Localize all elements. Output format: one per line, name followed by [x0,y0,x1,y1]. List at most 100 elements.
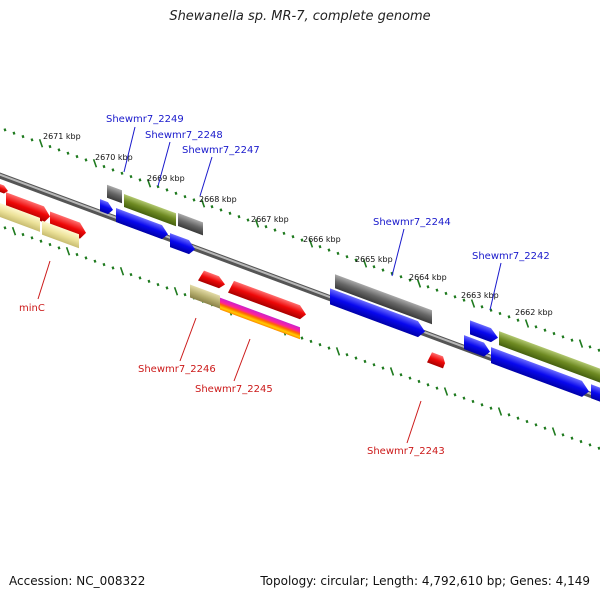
gene-labels: Shewmr7_2249 Shewmr7_2248 Shewmr7_2247 S… [19,114,550,457]
scale-tick-dot [21,232,25,237]
feature-pale-yellow[interactable] [42,220,79,249]
scale-tick-major [416,279,422,288]
scale-tick-dot [282,231,286,236]
scale-tick-major [173,287,179,296]
feature-blue[interactable] [491,347,589,399]
gene-label-shewmr7-2242[interactable]: Shewmr7_2242 [472,251,550,262]
scale-tick-dot [102,164,106,169]
feature-blue[interactable] [464,335,490,359]
feature-rrna[interactable] [220,297,300,340]
feature-green[interactable] [124,194,176,227]
scale-tick-dot [588,345,592,349]
feature-pale-yellow[interactable] [0,199,40,232]
kbp-tick-label: 2665 kbp [355,255,393,264]
gene-label-shewmr7-2246[interactable]: Shewmr7_2246 [138,364,216,375]
feature-blue[interactable] [100,199,113,216]
scale-tick-dot [399,373,403,377]
feature-blue[interactable] [170,233,195,256]
feature-red[interactable] [50,211,86,241]
feature-blue[interactable] [116,208,168,241]
kbp-tick-labels: 2671 kbp 2670 kbp 2669 kbp 2668 kbp 2667… [43,132,553,317]
feature-green[interactable] [499,331,600,383]
scale-tick-dot [561,433,565,437]
scale-tick-dot [543,328,547,332]
scale-tick-dot [111,168,115,172]
leader-lines [37,126,502,444]
gene-label-shewmr7-2243[interactable]: Shewmr7_2243 [367,446,445,457]
feature-blue[interactable] [591,384,600,403]
scale-tick-dot [426,383,430,387]
scale-tick-major [443,387,449,396]
feature-blue[interactable] [470,320,498,344]
gene-label-shewmr7-2247[interactable]: Shewmr7_2247 [182,145,260,156]
scale-tick-major [308,239,314,248]
scale-tick-dot [399,275,403,279]
gene-label-minc[interactable]: minC [19,303,45,314]
scale-tick-major [146,179,152,188]
scale-tick-dot [183,194,187,199]
scale-tick-dot [507,413,511,417]
scale-tick-major [38,138,44,148]
feature-red[interactable] [427,350,445,369]
scale-tick-major [11,226,17,236]
scale-tick-dot [525,419,529,424]
scale-tick-dot [453,295,457,299]
kbp-tick-label: 2663 kbp [461,291,499,300]
scale-tick-dot [534,325,538,329]
scale-tick-dot [291,235,295,239]
gene-label-shewmr7-2245[interactable]: Shewmr7_2245 [195,384,273,395]
scale-tick-dot [300,336,304,340]
scale-tick-dot [3,128,7,132]
scale-tick-dot [12,131,16,135]
scale-tick-dot [345,353,349,357]
scale-tick-dot [588,443,592,447]
feature-blue[interactable] [330,288,425,339]
scale-tick-dot [372,265,376,269]
scale-tick-dot [48,144,52,149]
scale-tick-dot [597,348,600,352]
scale-tick-dot [552,331,556,336]
scale-tick-dot [30,236,34,240]
scale-tick-dot [435,288,439,292]
scale-tick-major [362,259,368,268]
feature-red[interactable] [0,180,8,195]
scale-tick-dot [129,174,133,179]
scale-tick-dot [327,248,331,252]
scale-tick-dot [210,204,214,209]
feature-red[interactable] [228,279,306,322]
scale-tick-dot [57,148,61,152]
scale-tick-major [389,367,395,376]
scale-tick-dot [516,318,520,322]
kbp-tick-label: 2664 kbp [409,273,447,282]
scale-tick-dot [237,215,241,219]
kbp-tick-label: 2666 kbp [303,235,341,244]
gene-label-shewmr7-2244[interactable]: Shewmr7_2244 [373,217,451,228]
feature-red[interactable] [198,268,225,290]
scale-tick-dot [102,262,106,267]
scale-tick-dot [507,315,511,319]
scale-tick-dot [318,245,322,249]
scale-tick-dot [165,188,169,192]
scale-tick-dot [381,366,385,370]
gene-label-shewmr7-2248[interactable]: Shewmr7_2248 [145,130,223,141]
features [0,180,600,403]
scale-tick-dot [93,259,97,263]
scale-tick-major [200,199,206,208]
scale-tick-dot [354,356,358,360]
scale-tick-dot [489,406,493,410]
scale-tick-dot [408,376,412,380]
scale-tick-dot [111,266,115,270]
gene-label-shewmr7-2249[interactable]: Shewmr7_2249 [106,114,184,125]
feature-gray[interactable] [107,184,122,204]
scale-tick-dot [129,272,133,277]
scale-tick-dot [30,138,34,142]
scale-tick-dot [21,134,25,139]
scale-tick-dot [381,268,385,272]
scale-tick-dot [480,305,484,309]
feature-gray[interactable] [335,274,432,325]
feature-tan[interactable] [190,284,220,309]
scale-tick-dot [138,276,142,280]
feature-red[interactable] [6,192,50,224]
feature-gray[interactable] [178,213,203,236]
